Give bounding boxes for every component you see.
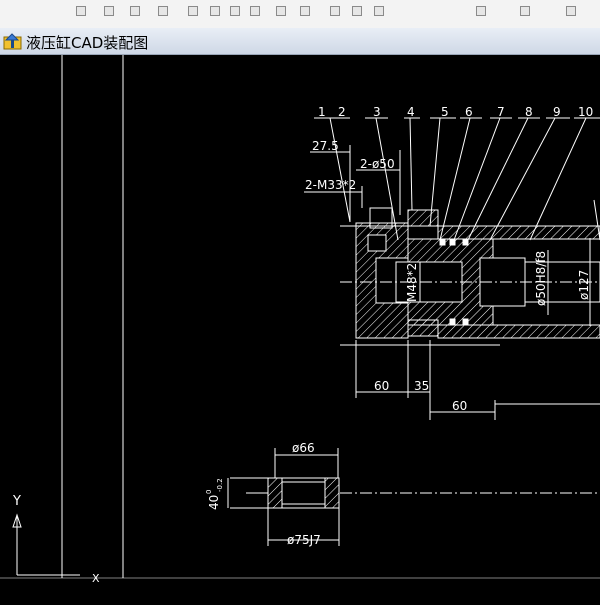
title-bar: 液压缸CAD装配图: [0, 28, 600, 55]
cad-drawing[interactable]: 1 2 3 4 5 6 7 8 9 10 27.5 2-ø50 2-M33*2 …: [0, 55, 600, 600]
dim-40: 40: [207, 495, 221, 510]
dim-40-tol-upper: 0: [205, 490, 213, 494]
leader-lines: [314, 117, 600, 241]
ucs-x-label: X: [92, 572, 100, 585]
dimension-labels: 27.5 2-ø50 2-M33*2 60 35 60 M48*2 ø50H8/…: [305, 139, 591, 413]
part-number: 4: [407, 105, 415, 119]
dim-60a: 60: [374, 379, 389, 393]
ring-detail: [227, 448, 600, 546]
cylinder-assembly: [340, 199, 600, 346]
part-number: 10: [578, 105, 593, 119]
ucs-icon: [12, 513, 80, 576]
toolbar-icon[interactable]: [188, 6, 198, 16]
ring-dimension-labels: ø66 ø75J7 40 0 -0.2: [205, 441, 321, 547]
toolbar-icon[interactable]: [352, 6, 362, 16]
toolbar-icon[interactable]: [158, 6, 168, 16]
part-number: 5: [441, 105, 449, 119]
part-number: 3: [373, 105, 381, 119]
toolbar-icon[interactable]: [276, 6, 286, 16]
dim-m48: M48*2: [405, 263, 419, 302]
toolbar-icon[interactable]: [330, 6, 340, 16]
autocad-app-icon: [3, 33, 22, 50]
dim-35: 35: [414, 379, 429, 393]
toolbar-icon[interactable]: [210, 6, 220, 16]
toolbar-icon[interactable]: [76, 6, 86, 16]
dim-40-tol-lower: -0.2: [216, 478, 224, 492]
toolbar-icon[interactable]: [250, 6, 260, 16]
dim-60b: 60: [452, 399, 467, 413]
part-number: 7: [497, 105, 505, 119]
toolbar-icon[interactable]: [104, 6, 114, 16]
part-number: 1: [318, 105, 326, 119]
dim-2-phi50: 2-ø50: [360, 157, 395, 171]
part-number: 8: [525, 105, 533, 119]
dim-phi127: ø127: [577, 270, 591, 300]
toolbar-icon[interactable]: [476, 6, 486, 16]
part-number: 9: [553, 105, 561, 119]
toolbar-icon[interactable]: [374, 6, 384, 16]
part-number: 2: [338, 105, 346, 119]
dimension-lines: [304, 145, 600, 420]
toolbar-icon[interactable]: [130, 6, 140, 16]
dim-phi75: ø75J7: [287, 533, 321, 547]
toolbar-icon[interactable]: [230, 6, 240, 16]
toolbar-icon[interactable]: [300, 6, 310, 16]
part-number: 6: [465, 105, 473, 119]
toolbar: [0, 0, 600, 29]
dim-27-5: 27.5: [312, 139, 339, 153]
dim-2-m33: 2-M33*2: [305, 178, 356, 192]
ucs-y-label: Y: [12, 494, 21, 509]
toolbar-icon[interactable]: [520, 6, 530, 16]
dim-phi66: ø66: [292, 441, 315, 455]
part-number-labels: 1 2 3 4 5 6 7 8 9 10: [318, 105, 593, 119]
dim-phi50h8: ø50H8/f8: [534, 251, 548, 306]
drawing-canvas[interactable]: 1 2 3 4 5 6 7 8 9 10 27.5 2-ø50 2-M33*2 …: [0, 55, 600, 600]
window-title: 液压缸CAD装配图: [26, 34, 149, 52]
toolbar-icon[interactable]: [566, 6, 576, 16]
